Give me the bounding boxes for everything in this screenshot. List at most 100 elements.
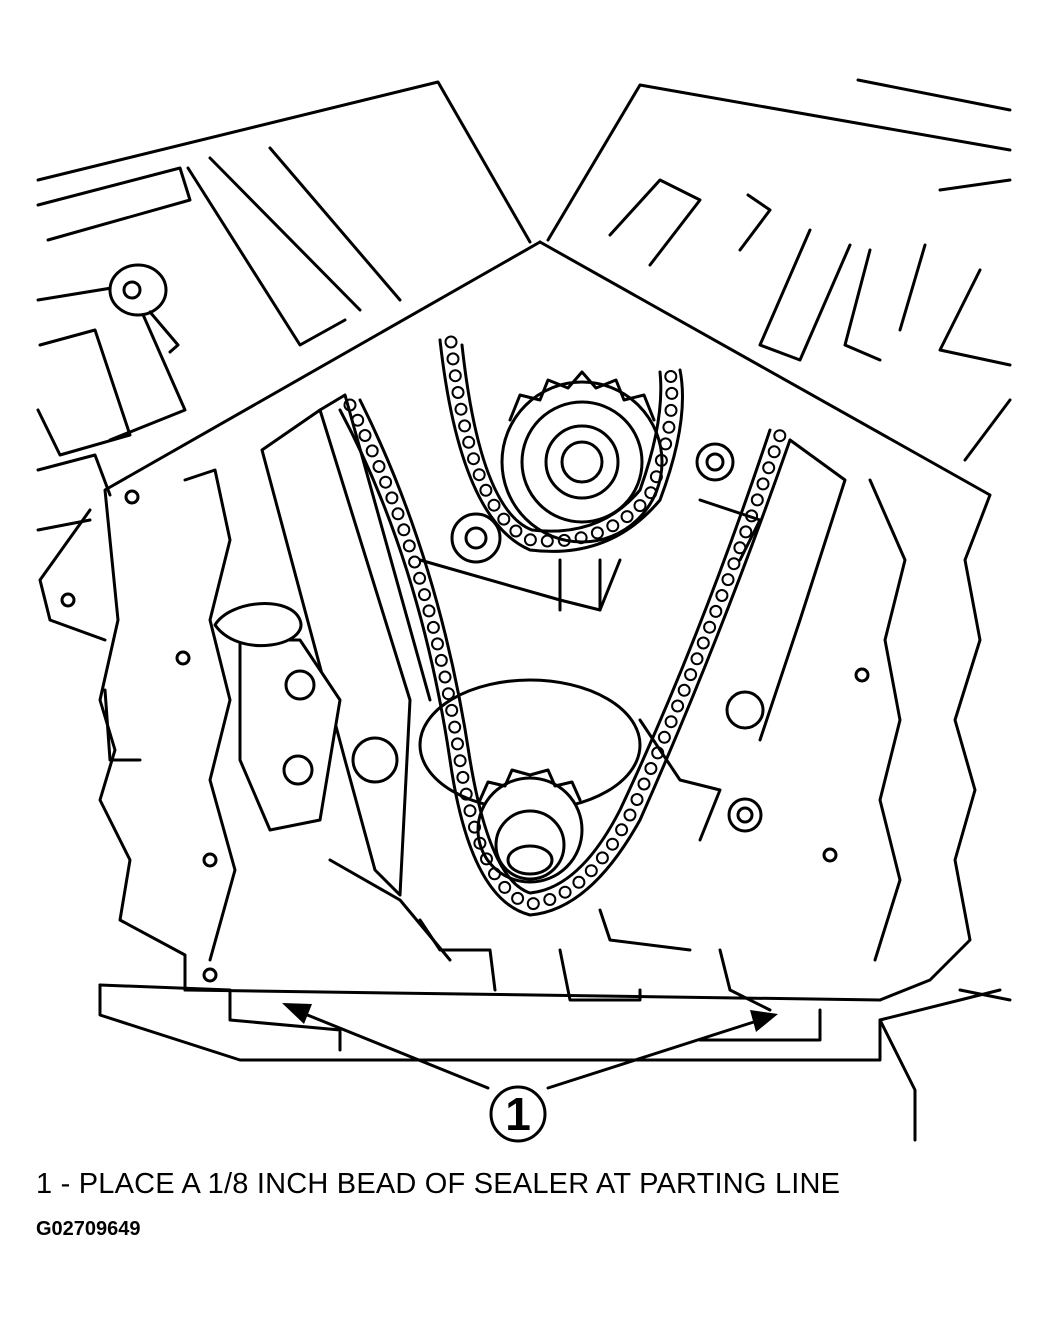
cover-bolts (450, 442, 765, 833)
chain-link (473, 836, 487, 850)
chain-link (644, 762, 658, 775)
callout-marker: 1 (489, 1085, 547, 1143)
chain-link (463, 804, 477, 818)
chain-link (773, 429, 787, 443)
chain-link (444, 335, 458, 349)
chain-link (453, 754, 467, 768)
chain-link (454, 402, 468, 416)
chain-link (479, 483, 493, 497)
chain-link (438, 670, 452, 684)
chain-link (721, 573, 735, 587)
figure-id: G02709649 (36, 1218, 141, 1240)
chain-link (397, 523, 411, 537)
chain-link (690, 652, 704, 666)
chain-link (487, 498, 501, 512)
chain-link (664, 370, 678, 383)
chain-link (709, 604, 723, 618)
chain-link (557, 533, 571, 547)
chain-link (498, 880, 512, 894)
chain-link (664, 403, 678, 417)
chain-link (343, 398, 357, 412)
chain-link (480, 852, 493, 866)
chain-link (379, 475, 393, 489)
chain-link (739, 525, 753, 539)
chain-link (558, 885, 572, 899)
timing-chain-diagram: 1 (36, 78, 1012, 1143)
chain-link (630, 793, 644, 806)
chain-link (451, 737, 464, 751)
chain-link (620, 510, 634, 524)
right-cylinder-bank (546, 78, 1012, 462)
chain-link (684, 668, 698, 682)
chain-link (633, 499, 647, 513)
chain-link (509, 524, 523, 538)
chain-link (351, 413, 365, 427)
chain-link (659, 437, 673, 451)
chain-links (343, 335, 787, 911)
chain-link (654, 453, 668, 467)
chain-link (662, 420, 676, 434)
chain-link (472, 468, 486, 482)
chain-link (468, 820, 481, 834)
chain-link (358, 429, 372, 442)
chain-link (649, 470, 663, 484)
chain-link (677, 683, 691, 697)
callout-number: 1 (505, 1088, 531, 1140)
chain-link (756, 477, 770, 491)
chain-link (615, 823, 629, 837)
callout-arrows (282, 1003, 778, 1090)
chain-link (391, 507, 405, 521)
chain-link (526, 897, 540, 911)
chain-link (488, 867, 501, 881)
chain-link (606, 519, 620, 533)
chain-link (408, 555, 422, 569)
chain-link (372, 460, 386, 473)
chain-link (365, 444, 379, 458)
left-cylinder-bank (36, 80, 532, 532)
chain-link (696, 636, 710, 650)
oil-pan (98, 983, 1012, 1142)
chain-link (448, 720, 462, 734)
chain-link (665, 386, 679, 400)
chain-link (523, 533, 537, 547)
chain-link (456, 770, 470, 784)
chain-link (543, 893, 557, 906)
chain-link (458, 419, 472, 433)
chain-link (671, 699, 685, 713)
chain-link (402, 539, 416, 553)
crankshaft-sprocket (418, 678, 642, 884)
chain-link (657, 730, 671, 744)
chain-link (418, 588, 431, 602)
chain-link (750, 493, 764, 507)
chain-link (385, 491, 399, 505)
chain-link (767, 445, 781, 459)
chain-link (426, 620, 440, 634)
camshaft-sprocket (500, 370, 664, 544)
chain-link (451, 386, 465, 399)
chain-link (644, 486, 658, 500)
chain-link (434, 653, 448, 667)
figure-caption: 1 - PLACE A 1/8 INCH BEAD OF SEALER AT P… (36, 1168, 841, 1200)
chain-link (448, 369, 462, 383)
chain-link (446, 352, 460, 366)
chain-link (540, 534, 554, 548)
chain-link (584, 864, 598, 878)
chain-link (459, 787, 473, 801)
chain-link (623, 808, 637, 822)
chain-link (572, 875, 586, 889)
chain-link (703, 620, 717, 634)
block-castings (328, 558, 772, 1012)
timing-chain (338, 335, 792, 917)
chain-link (413, 571, 427, 585)
chain-link (497, 512, 511, 526)
chain-link (727, 557, 741, 571)
chain-link (595, 851, 609, 865)
chain-link (574, 531, 588, 545)
chain-guide-right (698, 438, 847, 742)
engine-front-cover (38, 240, 992, 1002)
chain-link (637, 777, 651, 791)
chain-link (422, 604, 436, 618)
chain-link (590, 526, 604, 540)
chain-link (606, 837, 619, 851)
chain-link (715, 589, 729, 602)
